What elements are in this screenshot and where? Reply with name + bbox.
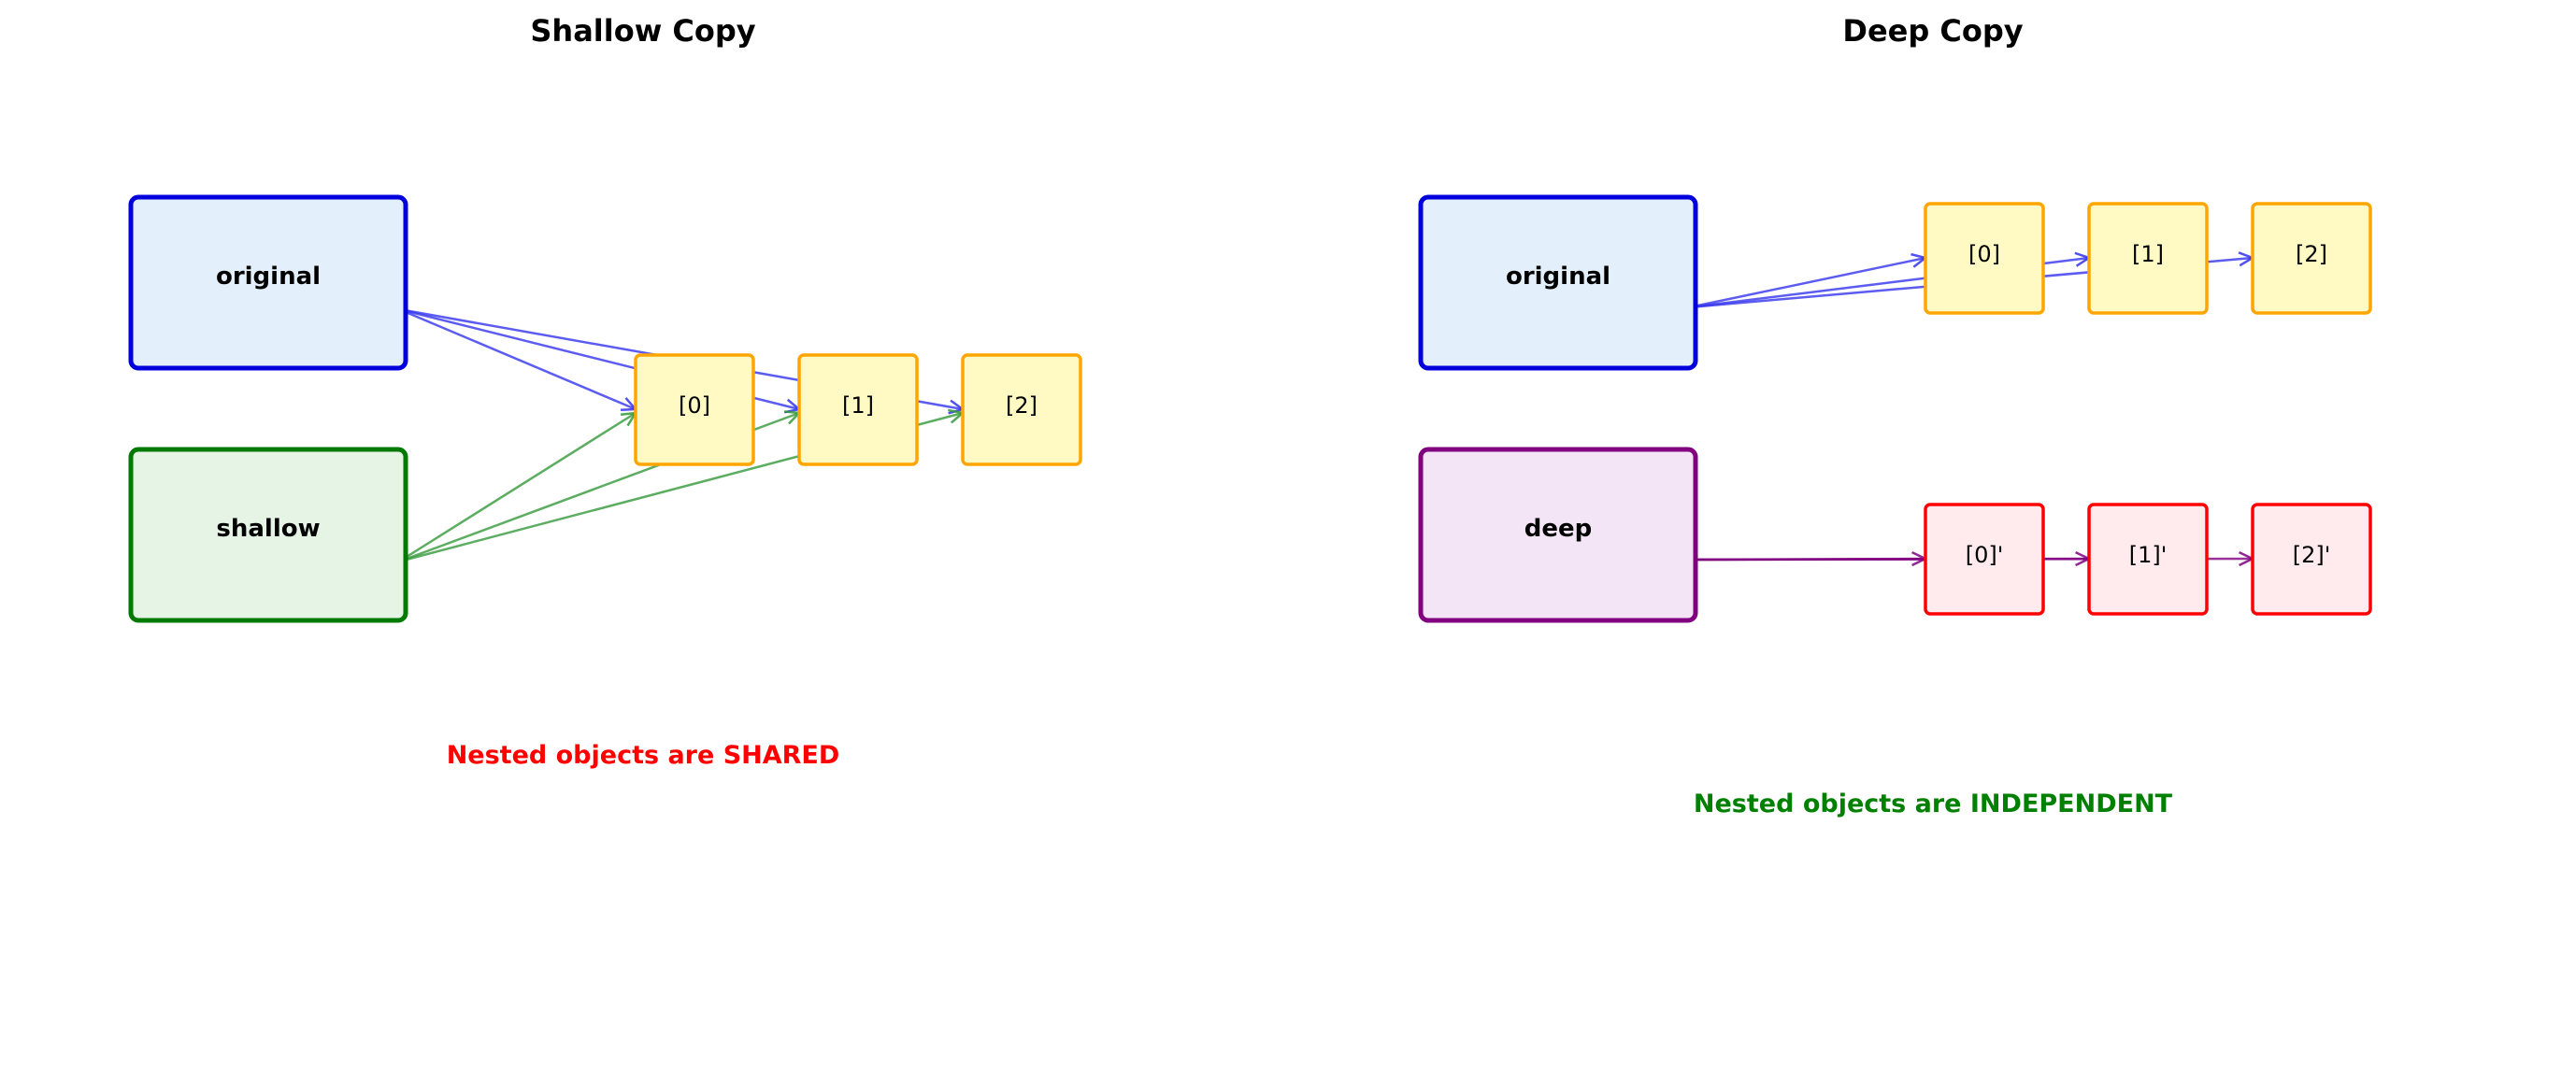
- element-label: [1]: [2132, 241, 2164, 267]
- variable-box: [128, 447, 408, 623]
- shallow-copy-title: Shallow Copy: [530, 13, 755, 49]
- element-row: [0]' [1]' [2]': [1924, 503, 2372, 616]
- element-box: [2087, 503, 2209, 616]
- list-element: [1]': [2087, 503, 2209, 616]
- arrowhead-icon: [620, 411, 638, 427]
- list-element: [2]: [961, 353, 1082, 466]
- element-label: [2]: [2296, 241, 2327, 267]
- deep-variables: original deep: [1418, 194, 1698, 623]
- variable-label: deep: [1524, 515, 1593, 543]
- variable-deep: deep: [1418, 447, 1698, 623]
- element-box: [1924, 503, 2045, 616]
- element-row: [0] [1] [2]: [634, 353, 1082, 466]
- deep-copy-title: Deep Copy: [1842, 13, 2023, 49]
- element-box: [2251, 503, 2372, 616]
- element-row: [0] [1] [2]: [1924, 202, 2372, 315]
- shallow-variables: original shallow: [128, 194, 408, 623]
- element-box: [961, 353, 1082, 466]
- element-box: [1924, 202, 2045, 315]
- reference-arrow: [1688, 256, 1926, 309]
- list-element: [0]: [1924, 202, 2045, 315]
- element-label: [2]': [2293, 542, 2331, 568]
- shallow-note: Nested objects are SHARED: [447, 741, 840, 770]
- variable-box: [128, 194, 408, 371]
- variable-original: original: [128, 194, 408, 371]
- element-box: [2251, 202, 2372, 315]
- deep-copy-panel: Deep Copy original deep [0] [1] [2] [0]' [1]'…: [1418, 13, 2372, 818]
- element-label: [1]': [2129, 542, 2168, 568]
- list-element: [2]': [2251, 503, 2372, 616]
- element-label: [2]: [1006, 392, 1038, 419]
- element-box: [634, 353, 755, 466]
- list-element: [0]': [1924, 503, 2045, 616]
- shallow-elements: [0] [1] [2]: [634, 353, 1082, 466]
- deep-elements: [0] [1] [2] [0]' [1]' [2]': [1924, 202, 2372, 616]
- list-element: [1]: [797, 353, 919, 466]
- element-label: [1]: [842, 392, 874, 419]
- list-element: [2]: [2251, 202, 2372, 315]
- deep-note: Nested objects are INDEPENDENT: [1694, 789, 2173, 818]
- variable-box: [1418, 194, 1698, 371]
- reference-arrow: [398, 411, 637, 563]
- element-box: [2087, 202, 2209, 315]
- variable-original: original: [1418, 194, 1698, 371]
- variable-label: original: [1506, 263, 1610, 291]
- reference-arrow: [398, 307, 637, 411]
- variable-shallow: shallow: [128, 447, 408, 623]
- list-element: [0]: [634, 353, 755, 466]
- shallow-copy-panel: Shallow Copy original shallow [0] [1] [2] N…: [128, 13, 1082, 770]
- variable-label: original: [216, 263, 321, 291]
- element-box: [797, 353, 919, 466]
- variable-box: [1418, 447, 1698, 623]
- element-label: [0]': [1966, 542, 2004, 568]
- element-label: [0]: [679, 392, 710, 419]
- variable-label: shallow: [216, 515, 320, 543]
- list-element: [1]: [2087, 202, 2209, 315]
- element-label: [0]: [1968, 241, 2000, 267]
